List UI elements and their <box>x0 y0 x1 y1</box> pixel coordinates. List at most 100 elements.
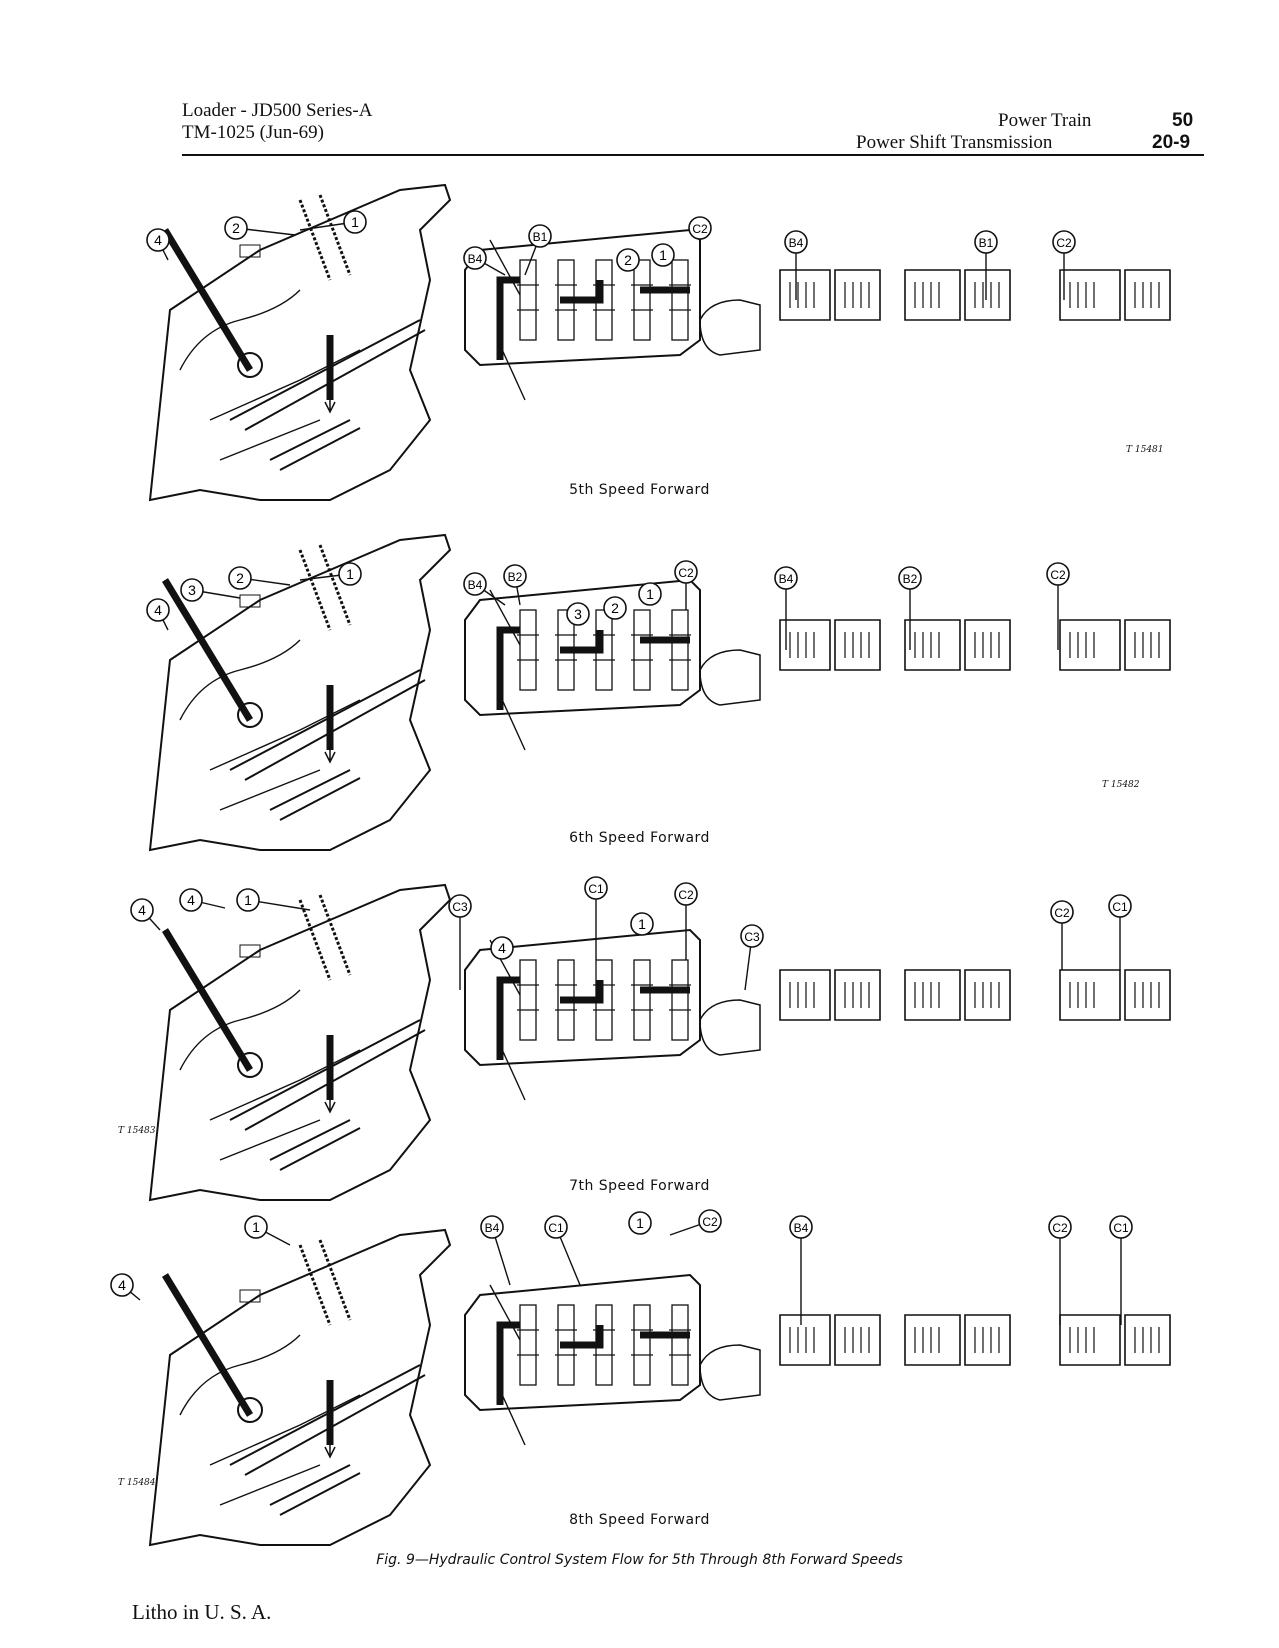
callout-circle <box>236 888 260 912</box>
callout-label: C1 <box>588 882 604 896</box>
callout-circle <box>651 243 675 267</box>
callout-label: C1 <box>548 1221 564 1235</box>
callout-label: C1 <box>1112 900 1128 914</box>
oil-passage <box>496 976 690 1060</box>
panel-caption: 8th Speed Forward <box>569 1512 710 1528</box>
oil-passage <box>496 276 690 360</box>
valve-spool <box>519 959 537 1041</box>
callout-label: 3 <box>574 606 582 622</box>
callout-label: 2 <box>236 570 244 586</box>
callout-label: B2 <box>903 572 918 586</box>
clutch-pack <box>1124 269 1171 321</box>
oil-passage <box>496 1321 690 1405</box>
callout-label: C2 <box>678 888 694 902</box>
valve-spool <box>633 1304 651 1386</box>
housing-outline <box>148 533 452 852</box>
callout-label: B4 <box>789 236 804 250</box>
housing-detail <box>179 1334 361 1506</box>
shaft <box>269 1119 361 1171</box>
callout-label: 4 <box>498 940 506 956</box>
callout-label: B1 <box>979 236 994 250</box>
clutch-pack <box>779 969 831 1021</box>
callout-circle <box>774 566 798 590</box>
callout-circle <box>463 572 487 596</box>
flow-arrow <box>489 1284 526 1446</box>
valve-land <box>669 284 691 311</box>
callout-label: 4 <box>138 902 146 918</box>
valve-land <box>517 284 539 311</box>
callout-label: 1 <box>346 566 354 582</box>
valve-spool <box>671 609 689 691</box>
callout-circle <box>146 228 170 252</box>
callout-label: C2 <box>702 1215 718 1229</box>
valve-body <box>464 1273 701 1412</box>
callout-circle <box>480 1215 504 1239</box>
callout-label: B4 <box>468 578 483 592</box>
clutch-pack <box>699 299 761 356</box>
callout-circle <box>1046 562 1070 586</box>
valve-spool <box>671 259 689 341</box>
clutch-pack <box>699 649 761 706</box>
oil-passage <box>496 626 690 710</box>
callout-circle <box>179 888 203 912</box>
valve-spool <box>519 259 537 341</box>
callout-label: 2 <box>611 600 619 616</box>
callout-label: 1 <box>351 214 359 230</box>
valve-land <box>669 634 691 661</box>
callout-label: C2 <box>678 566 694 580</box>
page-number: 50 <box>1172 110 1194 131</box>
ref-number: T 15483 <box>118 1126 156 1136</box>
header-rule <box>182 154 1204 156</box>
valve-land <box>669 984 691 1011</box>
valve-body <box>464 578 701 717</box>
housing-port <box>237 352 263 378</box>
chain <box>298 894 352 981</box>
clutch-pack <box>834 619 881 671</box>
callout-circle <box>343 210 367 234</box>
ref-number: T 15481 <box>1126 445 1164 455</box>
callout-circle <box>616 248 640 272</box>
callout-label: 1 <box>244 892 252 908</box>
clutch-pack <box>779 1314 831 1366</box>
flow-arrow <box>324 730 336 764</box>
callout-label: 1 <box>646 586 654 602</box>
valve-body <box>464 928 701 1067</box>
shaft <box>269 769 361 821</box>
flow-arrow <box>324 1080 336 1114</box>
clutch-pack <box>1059 969 1121 1021</box>
clutch-pack <box>904 269 961 321</box>
shaft <box>229 669 426 781</box>
valve-land <box>631 1329 653 1356</box>
callout-circle <box>544 1215 568 1239</box>
valve-land <box>555 984 577 1011</box>
callout-circle <box>740 924 764 948</box>
callout-circle <box>674 560 698 584</box>
housing-port <box>237 1052 263 1078</box>
callout-circle <box>490 936 514 960</box>
callout-circle <box>503 564 527 588</box>
housing-port <box>237 1397 263 1423</box>
valve-land <box>517 634 539 661</box>
callout-circle <box>1109 1215 1133 1239</box>
valve-land <box>669 1329 691 1356</box>
header-section: Power Train <box>998 110 1092 131</box>
callout-label: 1 <box>636 1215 644 1231</box>
clutch-pack <box>1059 1314 1121 1366</box>
housing-detail <box>179 289 361 461</box>
clutch-pack <box>964 619 1011 671</box>
callout-circle <box>628 1211 652 1235</box>
housing-detail <box>239 594 261 608</box>
figure-caption: Fig. 9—Hydraulic Control System Flow for… <box>376 1552 903 1568</box>
valve-land <box>517 984 539 1011</box>
callout-circle <box>528 224 552 248</box>
oil-passage <box>162 578 253 722</box>
callout-label: 4 <box>154 602 162 618</box>
callout-circle <box>638 582 662 606</box>
callout-label: 1 <box>252 1219 260 1235</box>
header-subsection: Power Shift Transmission <box>856 132 1053 153</box>
callout-label: C3 <box>452 900 468 914</box>
callout-circle <box>338 562 362 586</box>
valve-spool <box>519 1304 537 1386</box>
callout-label: C3 <box>744 930 760 944</box>
